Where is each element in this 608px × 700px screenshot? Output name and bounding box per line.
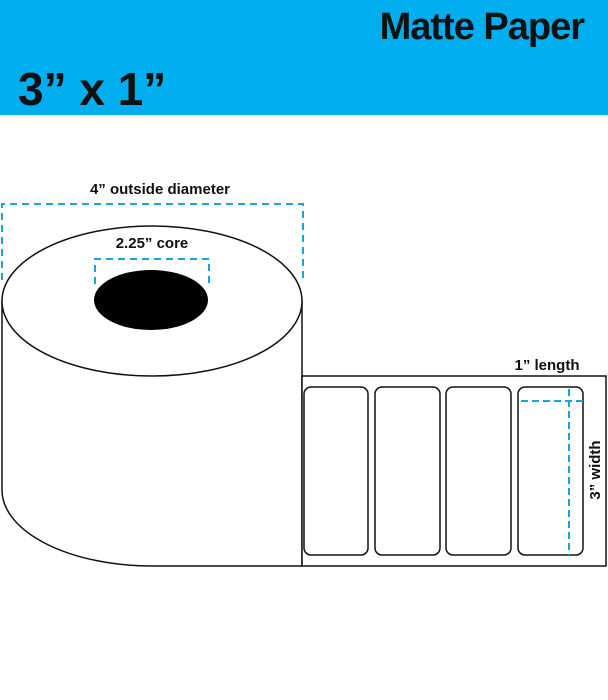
label-strip xyxy=(301,375,607,567)
outside-diameter-label: 4” outside diameter xyxy=(90,181,230,198)
roll-core xyxy=(94,270,208,330)
label-3 xyxy=(445,386,512,556)
width-label: 3” width xyxy=(587,440,604,499)
label-2 xyxy=(374,386,441,556)
material-title: Matte Paper xyxy=(379,6,585,48)
core-label: 2.25” core xyxy=(116,235,189,252)
label-roll xyxy=(1,225,303,567)
label-4 xyxy=(517,386,584,556)
outside-diameter-dimension: 4” outside diameter xyxy=(1,181,304,280)
header-banner: Matte Paper 3” x 1” xyxy=(0,0,608,115)
core-dimension: 2.25” core xyxy=(94,235,210,284)
label-1 xyxy=(303,386,369,556)
label-size-title: 3” x 1” xyxy=(18,63,167,115)
length-label: 1” length xyxy=(514,357,579,374)
